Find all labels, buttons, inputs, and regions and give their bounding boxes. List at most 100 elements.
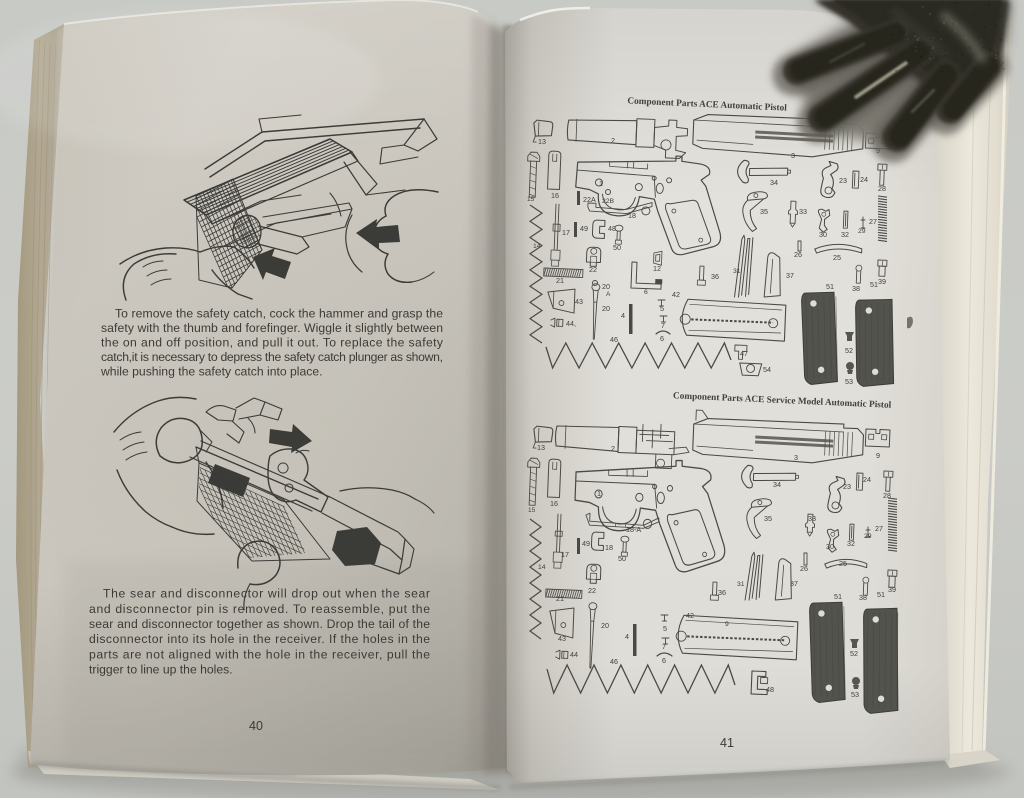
svg-text:49: 49 bbox=[582, 539, 590, 548]
svg-text:5: 5 bbox=[660, 304, 664, 313]
svg-text:2: 2 bbox=[611, 444, 615, 453]
svg-text:38: 38 bbox=[852, 284, 860, 293]
svg-text:3: 3 bbox=[794, 453, 798, 462]
svg-text:the on and off position, and p: the on and off position, and pull it out… bbox=[101, 336, 444, 350]
svg-text:6: 6 bbox=[644, 289, 648, 296]
svg-text:30: 30 bbox=[819, 230, 827, 239]
svg-text:16: 16 bbox=[550, 499, 558, 508]
svg-text:The sear and disconnector will: The sear and disconnector will drop out … bbox=[103, 587, 430, 601]
svg-text:50: 50 bbox=[618, 554, 626, 563]
svg-text:29: 29 bbox=[858, 228, 866, 235]
svg-text:50: 50 bbox=[613, 243, 621, 252]
svg-text:18: 18 bbox=[628, 211, 636, 220]
svg-text:28: 28 bbox=[878, 184, 886, 193]
svg-text:51: 51 bbox=[834, 592, 842, 601]
svg-text:41: 41 bbox=[720, 736, 734, 750]
svg-text:27: 27 bbox=[869, 217, 877, 226]
svg-text:2: 2 bbox=[611, 136, 615, 145]
svg-text:12: 12 bbox=[653, 264, 661, 273]
svg-text:21: 21 bbox=[556, 594, 564, 603]
svg-text:31: 31 bbox=[737, 581, 745, 588]
svg-text:15: 15 bbox=[527, 196, 535, 203]
svg-text:23: 23 bbox=[843, 482, 851, 491]
svg-text:parts are not aligned with the: parts are not aligned with the hole in t… bbox=[89, 648, 430, 662]
svg-text:20: 20 bbox=[602, 304, 610, 313]
svg-text:while pushing the safety catch: while pushing the safety catch into plac… bbox=[100, 365, 323, 379]
svg-text:51: 51 bbox=[870, 280, 878, 289]
svg-text:48: 48 bbox=[766, 685, 774, 694]
svg-text:1: 1 bbox=[597, 489, 601, 498]
svg-text:4: 4 bbox=[621, 311, 625, 320]
svg-text:3: 3 bbox=[791, 151, 795, 160]
svg-text:6: 6 bbox=[660, 334, 664, 343]
svg-text:46: 46 bbox=[610, 335, 618, 344]
svg-text:25: 25 bbox=[839, 559, 847, 568]
svg-text:26: 26 bbox=[800, 564, 808, 573]
svg-text:6: 6 bbox=[662, 656, 666, 665]
svg-text:22B: 22B bbox=[602, 198, 615, 205]
svg-text:18: 18 bbox=[605, 543, 613, 552]
svg-text:21: 21 bbox=[556, 276, 564, 285]
svg-text:46: 46 bbox=[610, 657, 618, 666]
svg-text:22: 22 bbox=[588, 586, 596, 595]
svg-text:37: 37 bbox=[786, 271, 794, 280]
svg-text:51: 51 bbox=[826, 282, 834, 291]
svg-text:33: 33 bbox=[808, 514, 816, 523]
svg-text:24: 24 bbox=[863, 475, 871, 484]
svg-text:31: 31 bbox=[733, 268, 741, 275]
svg-text:36: 36 bbox=[718, 588, 726, 597]
svg-text:36: 36 bbox=[711, 272, 719, 281]
svg-text:29: 29 bbox=[864, 533, 872, 540]
svg-text:25: 25 bbox=[833, 253, 841, 262]
svg-text:38: 38 bbox=[859, 593, 867, 602]
svg-text:and disconnector pin is remove: and disconnector pin is removed. To reas… bbox=[89, 602, 430, 616]
svg-text:34: 34 bbox=[773, 480, 781, 489]
svg-text:28: 28 bbox=[883, 491, 891, 500]
svg-text:33: 33 bbox=[799, 207, 807, 216]
svg-text:35: 35 bbox=[760, 207, 768, 216]
svg-text:26: 26 bbox=[794, 250, 802, 259]
svg-text:54: 54 bbox=[763, 365, 771, 374]
svg-text:13: 13 bbox=[538, 137, 546, 146]
svg-text:5: 5 bbox=[663, 624, 667, 633]
svg-text:35: 35 bbox=[764, 514, 772, 523]
svg-text:47: 47 bbox=[740, 349, 748, 358]
svg-text:14: 14 bbox=[533, 243, 541, 250]
svg-text:23: 23 bbox=[839, 176, 847, 185]
svg-text:43: 43 bbox=[558, 634, 566, 643]
svg-text:sear and disconnector together: sear and disconnector together as shown.… bbox=[89, 617, 430, 631]
svg-text:53: 53 bbox=[845, 377, 853, 386]
svg-text:safety with the thumb and fore: safety with the thumb and forefinger. Wi… bbox=[101, 321, 443, 335]
svg-text:17: 17 bbox=[561, 550, 569, 559]
svg-text:30: 30 bbox=[826, 542, 834, 551]
svg-text:9: 9 bbox=[876, 451, 880, 460]
svg-text:18-A: 18-A bbox=[626, 525, 641, 534]
svg-text:7: 7 bbox=[662, 642, 666, 651]
svg-text:7: 7 bbox=[661, 321, 665, 330]
svg-text:39: 39 bbox=[878, 277, 886, 286]
svg-text:20: 20 bbox=[601, 621, 609, 630]
svg-text:disconnector into its hole in: disconnector into its hole in the receiv… bbox=[89, 632, 430, 646]
svg-text:43: 43 bbox=[575, 297, 583, 306]
svg-text:44: 44 bbox=[570, 650, 578, 659]
svg-text:15: 15 bbox=[528, 507, 536, 514]
svg-text:1: 1 bbox=[599, 179, 603, 188]
svg-text:A: A bbox=[606, 291, 611, 298]
svg-text:To remove the safety catch, co: To remove the safety catch, cock the ham… bbox=[115, 307, 443, 321]
svg-text:44,: 44, bbox=[566, 319, 576, 328]
svg-text:20: 20 bbox=[602, 282, 610, 291]
svg-text:32: 32 bbox=[847, 539, 855, 548]
svg-text:34: 34 bbox=[770, 178, 778, 187]
svg-text:52: 52 bbox=[845, 346, 853, 355]
svg-text:27: 27 bbox=[875, 524, 883, 533]
svg-text:48: 48 bbox=[608, 224, 616, 233]
svg-text:22: 22 bbox=[589, 265, 597, 274]
svg-text:17: 17 bbox=[562, 228, 570, 237]
svg-text:53: 53 bbox=[851, 690, 859, 699]
svg-text:52: 52 bbox=[850, 649, 858, 658]
svg-text:40: 40 bbox=[249, 719, 263, 733]
svg-text:14: 14 bbox=[538, 564, 546, 571]
svg-text:13: 13 bbox=[537, 443, 545, 452]
svg-text:37: 37 bbox=[790, 579, 798, 588]
svg-text:22A: 22A bbox=[583, 195, 596, 204]
